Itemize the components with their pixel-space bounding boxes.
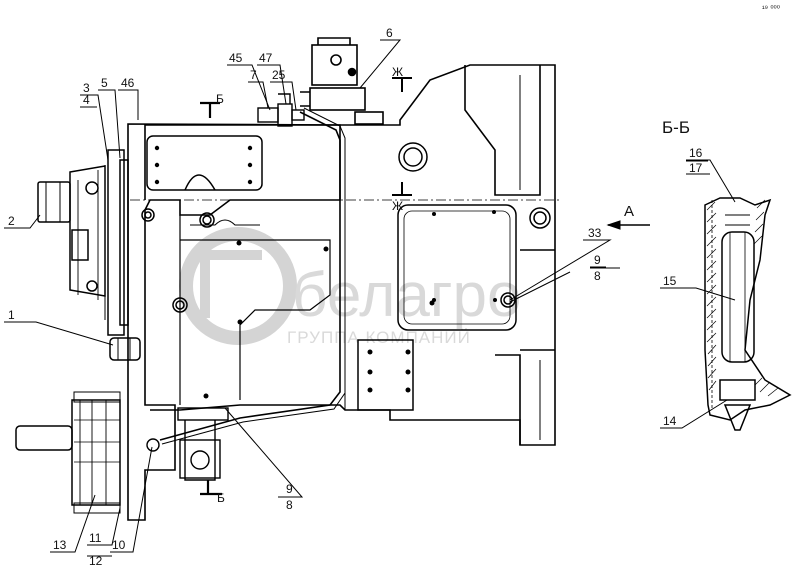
callout-13: 13 xyxy=(53,538,67,552)
lower-bracket xyxy=(357,339,414,411)
inspection-cover xyxy=(397,204,517,331)
view-a-label: А xyxy=(624,203,634,220)
callout-14: 14 xyxy=(663,414,677,428)
callout-47: 47 xyxy=(259,51,273,65)
callout-6: 6 xyxy=(386,26,393,40)
watermark-subtitle: ГРУППА КОМПАНИЙ xyxy=(287,328,471,347)
cut-zh-bottom-label: Ж xyxy=(392,199,403,213)
callout-17: 17 xyxy=(689,161,703,175)
callout-45: 45 xyxy=(229,51,243,65)
callout-underlines xyxy=(80,94,708,546)
lower-pto-hub xyxy=(15,391,121,514)
callout-3: 3 xyxy=(83,81,90,95)
housing-bosses xyxy=(141,142,551,313)
callout-15: 15 xyxy=(663,274,677,288)
callout-5: 5 xyxy=(101,76,108,90)
callout-4: 4 xyxy=(83,93,90,107)
cut-zh-top-label: Ж xyxy=(392,65,403,79)
callout-1: 1 xyxy=(8,308,15,322)
hydraulic-pipe xyxy=(159,107,346,445)
section-bb-hatching xyxy=(706,199,779,397)
callout-2: 2 xyxy=(8,214,15,228)
lower-bracket-bolts xyxy=(367,349,411,393)
top-fitting xyxy=(257,93,305,127)
watermark-logo-icon xyxy=(179,227,297,345)
left-flange xyxy=(104,149,129,336)
corner-mark: ¹⁹ ⁰⁰⁰ xyxy=(762,4,780,13)
callout-46: 46 xyxy=(121,76,135,90)
view-a-arrow xyxy=(130,199,650,230)
small-bolt-heads xyxy=(203,240,435,399)
watermark-brand: белагро xyxy=(292,261,521,330)
drain-plug xyxy=(109,337,141,361)
section-b-markers xyxy=(200,101,222,496)
callout-9-right: 9 xyxy=(594,253,601,267)
callout-9-bottom: 9 xyxy=(286,482,293,496)
callout-10: 10 xyxy=(112,538,126,552)
lower-actuator xyxy=(146,407,229,481)
upper-drive-hub xyxy=(37,165,106,300)
inspection-cover-bolts xyxy=(432,210,497,302)
top-cover-plate xyxy=(146,135,263,191)
callout-8-bottom: 8 xyxy=(286,498,293,512)
section-bb-detail xyxy=(704,197,792,431)
section-bb-title: Б-Б xyxy=(662,118,690,137)
callout-8-right: 8 xyxy=(594,269,601,283)
callout-11: 11 xyxy=(89,531,102,545)
callout-33: 33 xyxy=(588,226,602,240)
callout-16: 16 xyxy=(689,146,703,160)
cover-bolts xyxy=(154,145,253,185)
cut-b-top-label: Б xyxy=(216,92,224,106)
section-zh-markers xyxy=(392,77,412,196)
callout-12: 12 xyxy=(89,554,103,568)
callout-7: 7 xyxy=(250,68,257,82)
callout-25: 25 xyxy=(272,68,286,82)
cut-b-bottom-label: Б xyxy=(217,491,225,505)
top-valve-block xyxy=(300,37,384,125)
